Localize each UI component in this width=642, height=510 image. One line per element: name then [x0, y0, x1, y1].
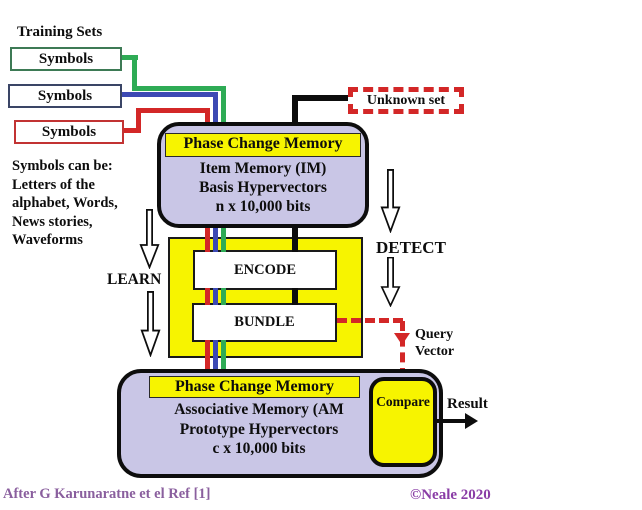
unknown-set-box: Unknown set [348, 87, 464, 114]
symbols-box-3: Symbols [14, 120, 124, 144]
symbols-box-1-label: Symbols [38, 50, 94, 67]
training-sets-label: Training Sets [17, 24, 103, 40]
wire-green [132, 86, 226, 91]
wire-blue [213, 226, 218, 252]
symbols-note-line: Waveforms [12, 232, 83, 248]
wire-red [124, 128, 141, 133]
down-arrow-icon [140, 291, 161, 357]
associative-memory-line3: c x 10,000 bits [212, 440, 306, 457]
wire-black [292, 226, 298, 252]
query-vector-label: Query Vector [415, 327, 454, 360]
item-memory-box: Phase Change Memory Item Memory (IM) Bas… [157, 122, 369, 228]
wire-green [221, 288, 226, 305]
result-label: Result [447, 396, 488, 412]
encode-box: ENCODE [193, 250, 337, 290]
wire-green [132, 55, 137, 91]
copyright-text: ©Neale 2020 [410, 487, 491, 503]
compare-box: Compare [369, 377, 437, 467]
unknown-set-label: Unknown set [366, 92, 446, 108]
symbols-note-line: Symbols can be: [12, 158, 113, 174]
down-arrow-icon [139, 209, 160, 269]
down-arrow-icon [380, 169, 401, 233]
wire-black [292, 288, 298, 305]
query-label-line: Query [415, 327, 454, 342]
item-memory-line3: n x 10,000 bits [215, 198, 311, 215]
query-arrowhead-icon [394, 333, 410, 345]
wire-green [221, 226, 226, 252]
wire-red [136, 108, 141, 133]
associative-memory-line2: Prototype Hypervectors [179, 420, 339, 438]
item-memory-title: Phase Change Memory [165, 133, 361, 157]
encode-label: ENCODE [233, 261, 297, 278]
wire-red [205, 288, 210, 305]
symbols-note: Symbols can be: Letters of the alphabet,… [12, 157, 118, 250]
symbols-note-line: News stories, [12, 213, 93, 230]
wire-red [136, 108, 210, 113]
symbols-note-line: Letters of the [12, 176, 95, 193]
associative-memory-line1: Associative Memory (AM [174, 401, 344, 418]
wire-black [292, 95, 350, 101]
result-arrow-line [433, 419, 469, 423]
symbols-note-line: alphabet, Words, [12, 195, 118, 211]
symbols-box-2-label: Symbols [37, 87, 93, 104]
wire-red [205, 108, 210, 126]
wire-black [292, 95, 298, 125]
wire-blue [213, 288, 218, 305]
wire-green [221, 86, 226, 126]
learn-label: LEARN [107, 271, 162, 288]
symbols-box-3-label: Symbols [41, 123, 97, 140]
associative-memory-title: Phase Change Memory [149, 376, 360, 398]
wire-red [205, 226, 210, 252]
wire-green [122, 55, 138, 60]
wire-blue [213, 92, 218, 126]
compare-label: Compare [376, 394, 430, 409]
result-arrowhead-icon [465, 413, 478, 429]
symbols-box-2: Symbols [8, 84, 122, 108]
down-arrow-icon [380, 257, 401, 307]
query-wire-dashed [337, 318, 403, 323]
wire-green [221, 340, 226, 371]
bundle-box: BUNDLE [192, 303, 337, 342]
detect-label: DETECT [376, 238, 446, 257]
wire-blue [213, 340, 218, 371]
query-label-line: Vector [415, 343, 455, 359]
item-memory-line1: Item Memory (IM) [199, 160, 327, 177]
wire-blue [122, 92, 218, 97]
item-memory-line2: Basis Hypervectors [199, 179, 327, 196]
attribution-text: After G Karunaratne et el Ref [1] [3, 486, 211, 502]
symbols-box-1: Symbols [10, 47, 122, 71]
wire-red [205, 340, 210, 371]
bundle-label: BUNDLE [234, 314, 295, 330]
query-wire-dashed [400, 321, 405, 378]
